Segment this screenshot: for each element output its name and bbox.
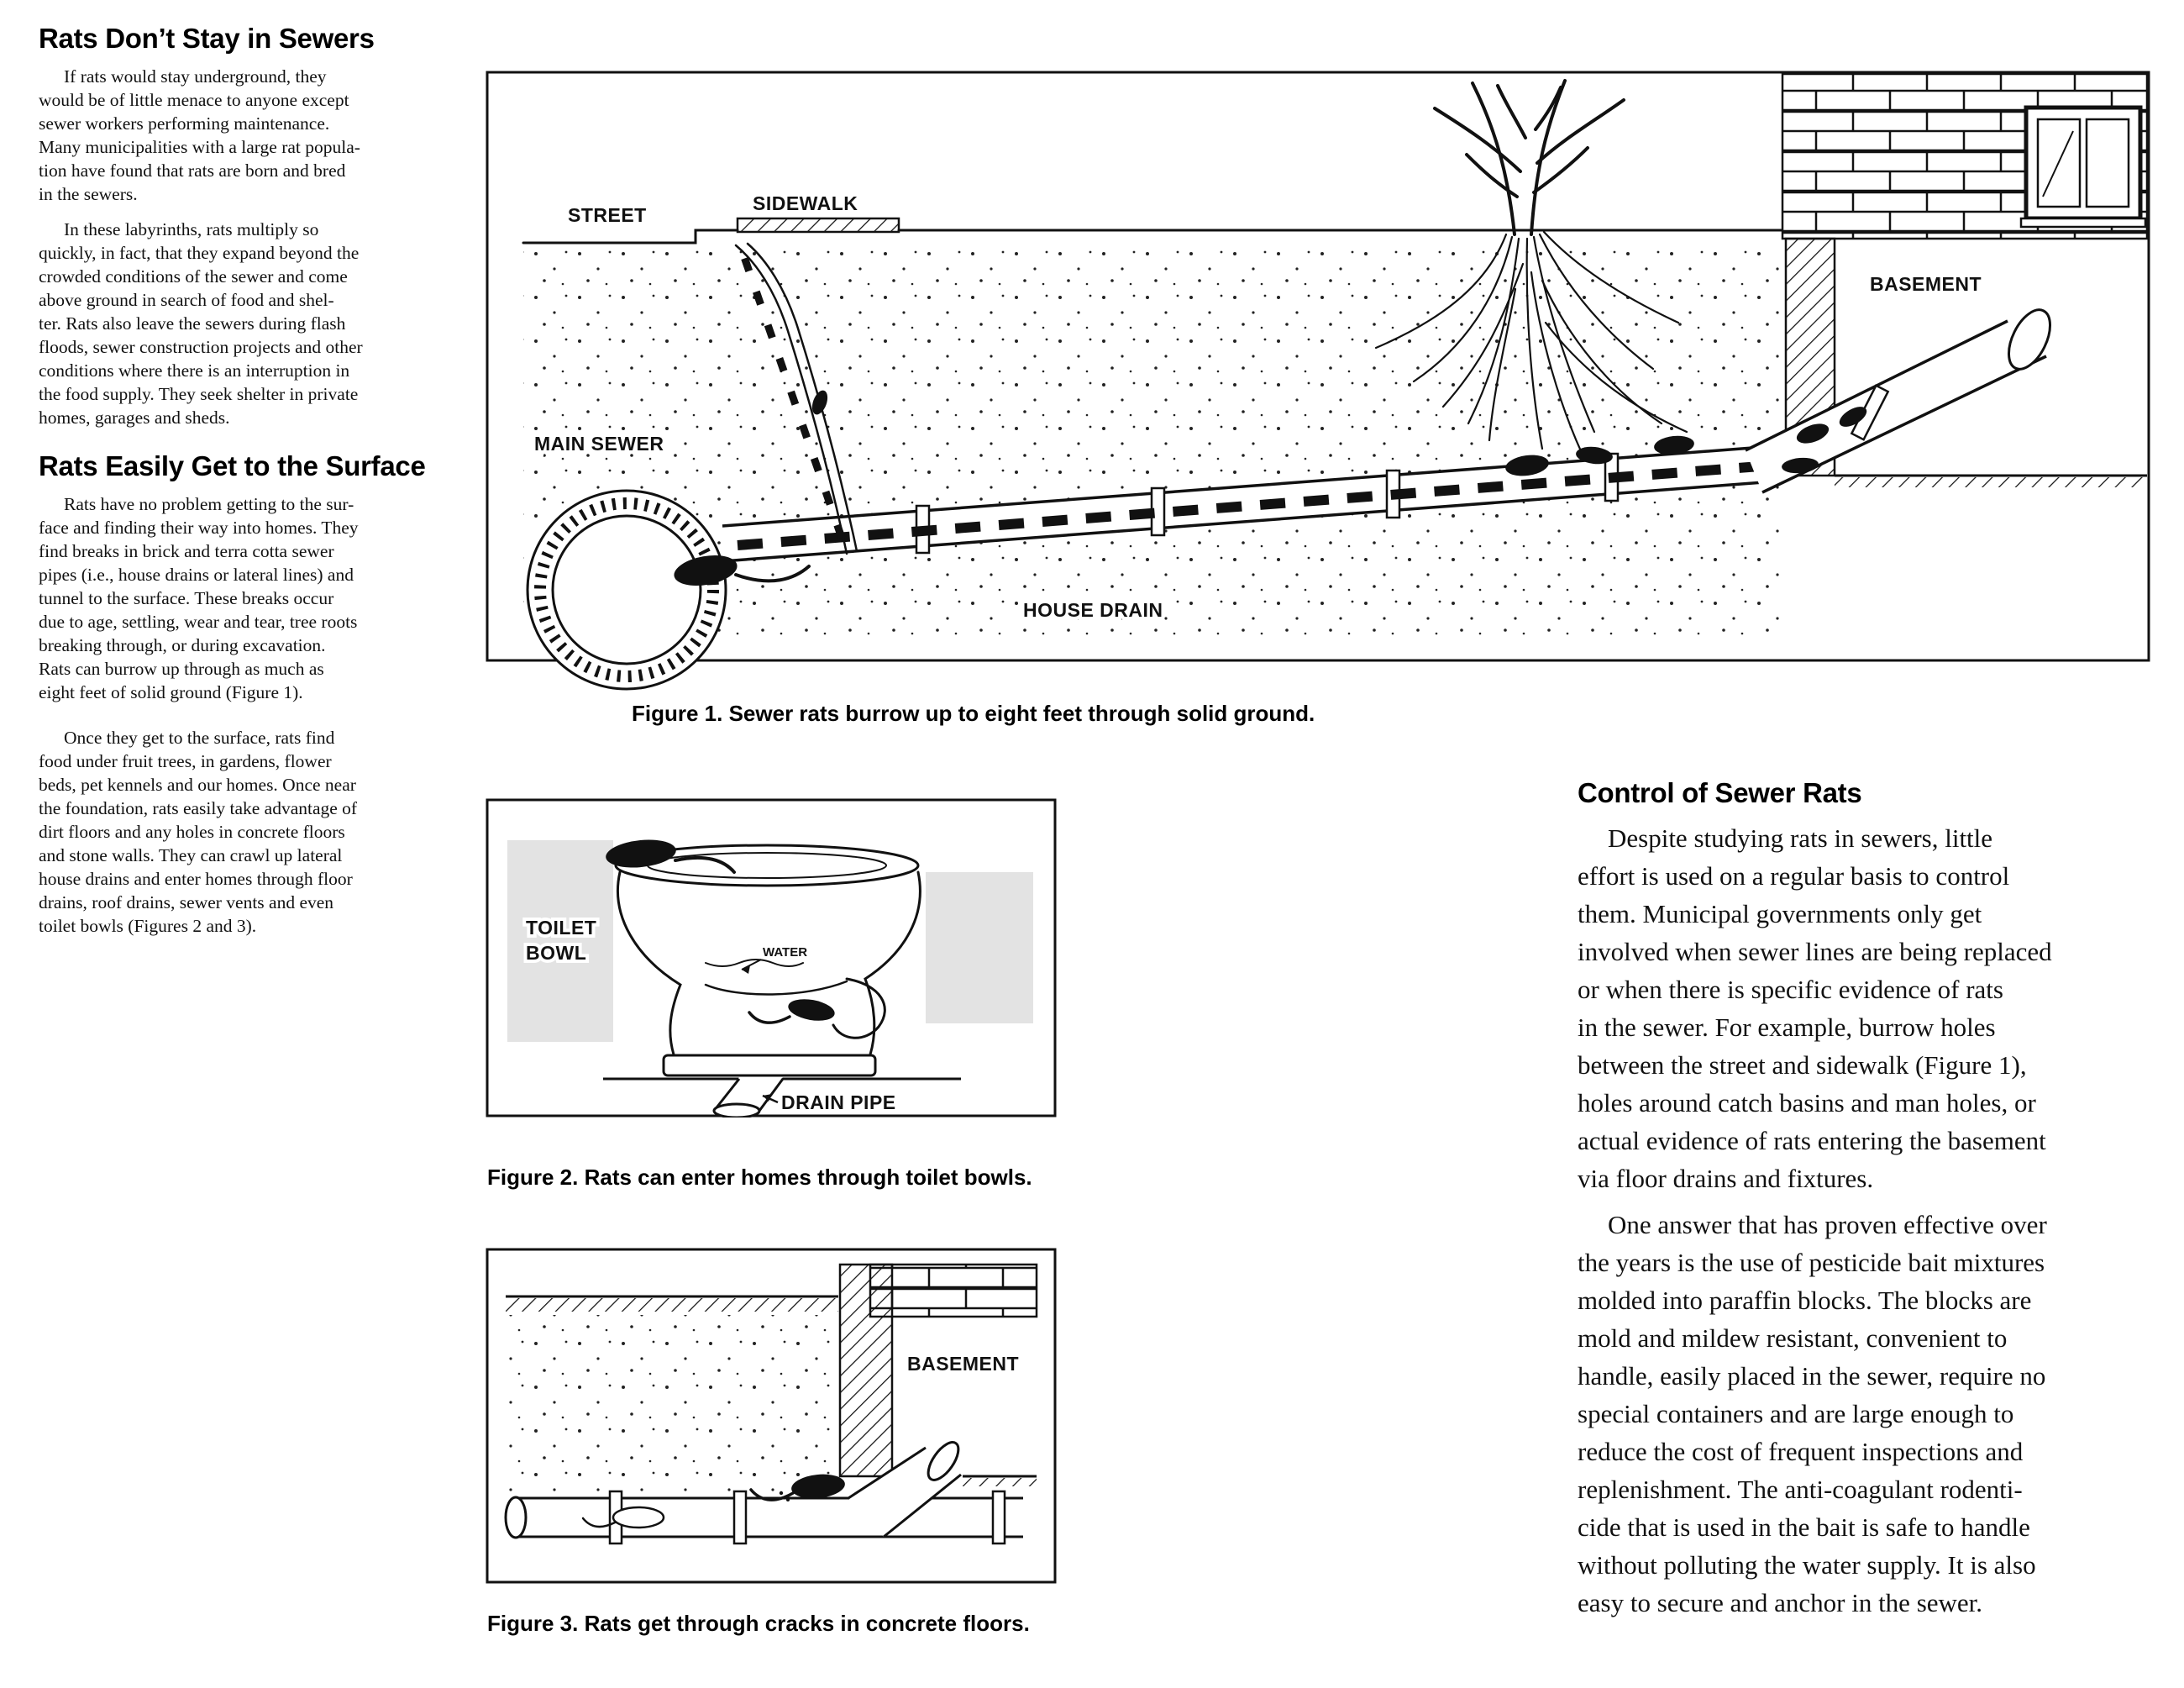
figure2-toilet-drawing: TOILET BOWL WATER DRAIN PIPE — [486, 798, 1057, 1117]
right-column: Control of Sewer Rats Despite studying r… — [1578, 777, 2171, 1630]
basement-label: BASEMENT — [1870, 273, 1982, 295]
rat-silhouettes — [581, 1474, 845, 1529]
rat-silhouettes — [606, 839, 835, 1024]
sidewalk-strip — [736, 217, 900, 234]
section-heading-rats-dont-stay: Rats Don’t Stay in Sewers — [39, 23, 375, 54]
figure-2-caption: Figure 2. Rats can enter homes through t… — [487, 1165, 1032, 1190]
paragraph: In these labyrinths, rats multiply so qu… — [39, 218, 363, 428]
toilet-bowl-drawing — [603, 844, 961, 1117]
water-arrowhead — [742, 965, 750, 974]
rat-on-pipe — [791, 1474, 845, 1499]
figure-3: BASEMENT — [486, 1248, 1057, 1584]
halftone-patch — [926, 872, 1033, 1023]
toilet-bowl-label-line2: BOWL — [526, 942, 586, 964]
figure-1: BASEMENT — [486, 71, 2150, 718]
main-sewer-label: MAIN SEWER — [534, 433, 664, 455]
paragraph: If rats would stay underground, they wou… — [39, 66, 360, 204]
rat-in-pipe — [612, 1506, 665, 1529]
rat-on-rim — [606, 839, 676, 868]
rat-burrow-crack — [734, 242, 858, 555]
tree-roots — [1374, 230, 1688, 455]
drain-pipe-arrowhead — [763, 1094, 772, 1102]
underground-texture — [506, 1315, 840, 1495]
figure-2: TOILET BOWL WATER DRAIN PIPE — [486, 798, 1057, 1117]
figure-1-caption: Figure 1. Sewer rats burrow up to eight … — [632, 701, 1315, 726]
section-heading-control: Control of Sewer Rats — [1578, 777, 1862, 808]
section-heading-rats-surface: Rats Easily Get to the Surface — [39, 450, 426, 481]
pipe-mouth — [504, 1496, 528, 1539]
basement-floor — [1835, 474, 2147, 487]
paragraph: Despite studying rats in sewers, little … — [1578, 823, 2052, 1193]
paragraph: One answer that has proven effective ove… — [1578, 1209, 2047, 1617]
tree — [1433, 79, 1625, 236]
basement-label: BASEMENT — [907, 1353, 1019, 1375]
figure-3-caption: Figure 3. Rats get through cracks in con… — [487, 1611, 1030, 1636]
sidewalk-label: SIDEWALK — [753, 192, 858, 214]
figure1-sewer-cross-section-drawing: BASEMENT — [486, 71, 2150, 691]
rat-in-trap — [788, 999, 835, 1021]
brick-wall — [869, 1263, 1038, 1318]
drain-pipe-label: DRAIN PIPE — [781, 1091, 896, 1113]
street-label: STREET — [568, 204, 647, 226]
paragraph: Once they get to the surface, rats find … — [39, 727, 358, 936]
window — [2019, 105, 2147, 229]
ground-surface — [506, 1295, 840, 1495]
paragraph: Rats have no problem getting to the sur-… — [39, 493, 359, 702]
main-sewer — [526, 489, 727, 691]
figure3-basement-drawing: BASEMENT — [486, 1248, 1057, 1584]
foundation-wall — [838, 1263, 894, 1478]
left-column: Rats Don’t Stay in Sewers If rats would … — [39, 23, 452, 949]
toilet-bowl-label-line1: TOILET — [526, 917, 596, 939]
house-drain-label: HOUSE DRAIN — [1023, 599, 1163, 621]
rat-in-burrow — [811, 390, 828, 415]
rat-silhouettes — [674, 407, 1867, 586]
water-label: WATER — [763, 945, 807, 960]
rat-at-sewer-mouth — [674, 555, 738, 586]
halftone-patch — [507, 840, 613, 1042]
ground-surface — [522, 229, 1788, 245]
